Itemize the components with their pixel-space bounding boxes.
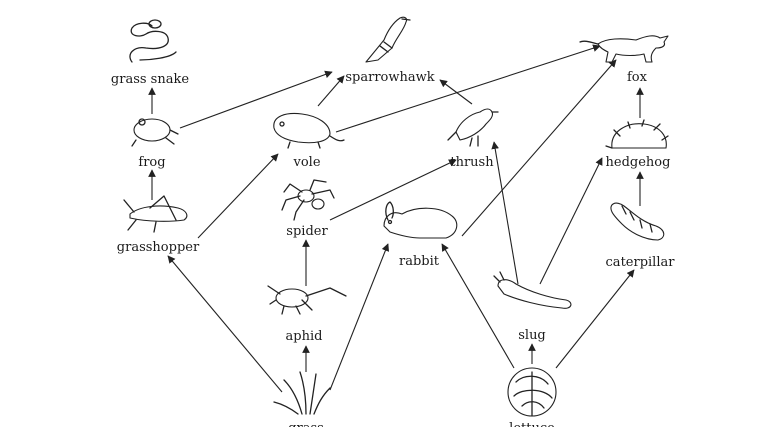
label-grass: grass [288, 421, 324, 427]
arrow-slug-to-thrush [491, 141, 519, 285]
label-grasshopper: grasshopper [117, 240, 200, 255]
thrush-illustration [447, 108, 499, 147]
caterpillar-illustration [610, 202, 665, 241]
label-slug: slug [518, 328, 546, 343]
arrow-lettuce-to-caterpillar [555, 269, 635, 369]
arrow-grass-to-grasshopper [167, 255, 283, 393]
spider-illustration [281, 179, 335, 221]
arrow-rabbit-to-fox [461, 59, 617, 237]
organism-labels: grass snake sparrowhawk fox frog vole th… [111, 70, 675, 427]
arrow-slug-to-hedgehog [539, 157, 603, 285]
hedgehog-illustration [605, 119, 669, 149]
label-thrush: thrush [450, 155, 494, 170]
label-sparrowhawk: sparrowhawk [345, 70, 434, 85]
aphid-illustration [267, 285, 347, 315]
arrow-lettuce-to-rabbit [441, 243, 515, 369]
grass-snake-illustration [129, 19, 177, 63]
feeding-arrows [148, 44, 644, 393]
label-frog: frog [138, 155, 165, 170]
arrow-spider-to-thrush [329, 159, 457, 221]
label-fox: fox [627, 70, 648, 85]
label-aphid: aphid [286, 329, 323, 344]
arrow-frog-to-sparrowhawk [179, 70, 333, 129]
slug-illustration [493, 271, 572, 309]
vole-illustration [273, 112, 345, 149]
sparrowhawk-illustration [365, 16, 411, 63]
arrow-vole-to-sparrowhawk [317, 75, 345, 107]
label-rabbit: rabbit [399, 254, 440, 269]
arrow-thrush-to-sparrowhawk [439, 79, 473, 105]
grasshopper-illustration [123, 195, 188, 233]
fox-illustration [579, 35, 669, 63]
label-vole: vole [292, 155, 320, 170]
label-hedgehog: hedgehog [606, 155, 671, 170]
arrow-grasshopper-to-vole [197, 153, 279, 239]
label-grass-snake: grass snake [111, 72, 189, 87]
frog-illustration [131, 118, 179, 147]
arrow-vole-to-fox [335, 44, 601, 133]
label-caterpillar: caterpillar [606, 255, 676, 270]
label-spider: spider [286, 224, 328, 239]
grass-illustration [273, 371, 331, 415]
lettuce-illustration [507, 367, 557, 417]
label-lettuce: lettuce [509, 421, 555, 427]
rabbit-illustration [383, 201, 458, 239]
arrow-grass-to-rabbit [329, 243, 390, 391]
